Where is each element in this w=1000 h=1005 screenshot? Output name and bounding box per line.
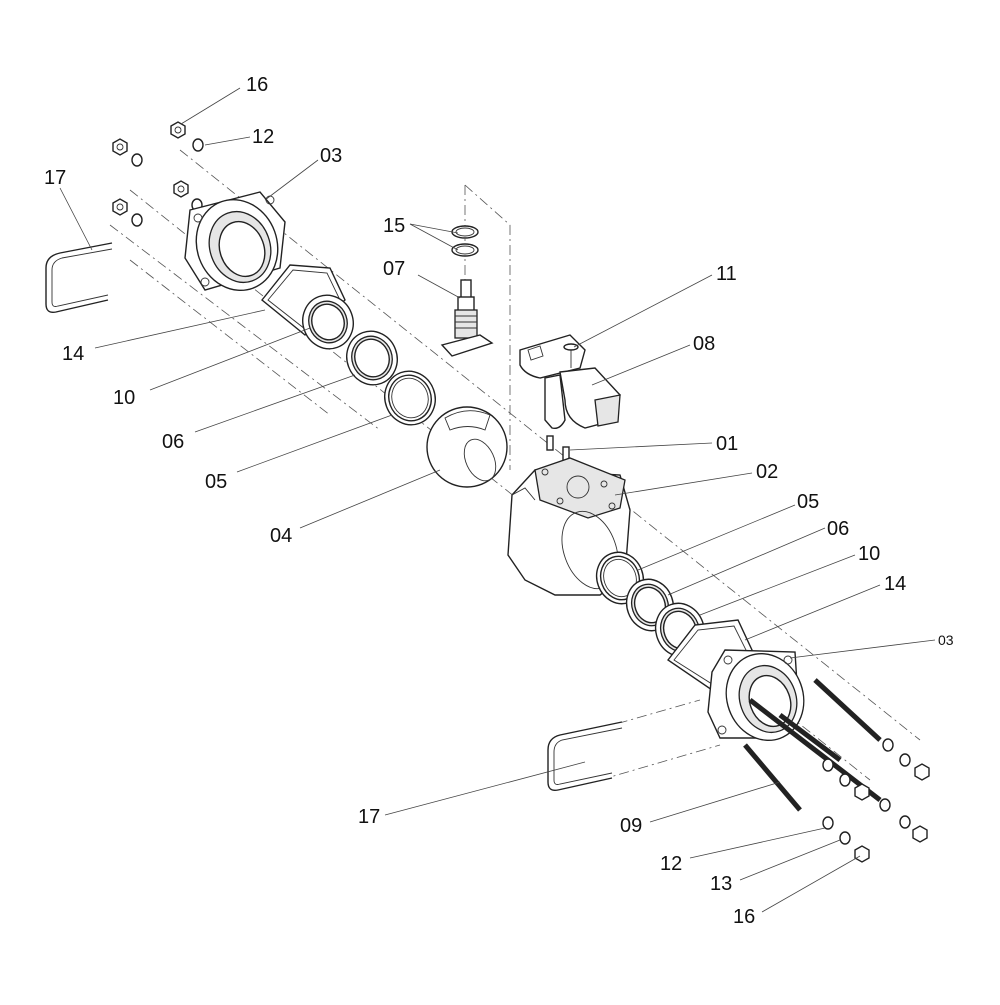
left-ring-10 — [302, 294, 354, 350]
callout-03-top: 03 — [320, 145, 342, 167]
callout-11: 11 — [716, 263, 737, 285]
callout-09: 09 — [620, 815, 642, 837]
callout-10-right: 10 — [858, 543, 880, 565]
callout-04: 04 — [270, 525, 292, 547]
screw-11 — [563, 343, 579, 368]
callout-05-right: 05 — [797, 491, 819, 513]
callout-17-bottom: 17 — [358, 806, 380, 828]
callout-08: 08 — [693, 333, 715, 355]
callout-02: 02 — [756, 461, 778, 483]
leader-lines — [59, 87, 936, 913]
o-rings-15 — [451, 225, 479, 257]
callout-16-bottom: 16 — [733, 906, 755, 928]
callout-14-right: 14 — [884, 573, 906, 595]
callout-17-left: 17 — [44, 167, 66, 189]
callout-05-left: 05 — [205, 471, 227, 493]
handle-08 — [519, 334, 621, 430]
left-ring-06 — [346, 330, 398, 386]
callout-06-left: 06 — [162, 431, 184, 453]
stem-07 — [440, 279, 494, 357]
pins-01 — [546, 435, 570, 462]
left-flange — [184, 191, 286, 292]
callout-14-left: 14 — [62, 343, 84, 365]
ball-04 — [426, 406, 508, 488]
right-gasket — [666, 619, 753, 691]
callout-03-right: 03 — [938, 632, 954, 648]
left-u-clip — [45, 242, 113, 314]
callout-12-bottom: 12 — [660, 853, 682, 875]
left-fasteners — [112, 121, 204, 227]
callout-10-left: 10 — [113, 387, 135, 409]
right-fasteners — [822, 738, 930, 863]
callout-01: 01 — [716, 433, 738, 455]
bolts-09 — [743, 678, 882, 812]
callout-12-top: 12 — [252, 126, 274, 148]
callout-13: 13 — [710, 873, 732, 895]
right-u-clip — [547, 721, 623, 792]
callout-16-top: 16 — [246, 74, 268, 96]
callout-07: 07 — [383, 258, 405, 280]
callout-15: 15 — [383, 215, 405, 237]
left-seat-05 — [384, 370, 436, 426]
callout-06-right: 06 — [827, 518, 849, 540]
callout-labels: 16 12 03 17 14 10 06 05 04 15 07 11 08 0… — [44, 74, 954, 928]
